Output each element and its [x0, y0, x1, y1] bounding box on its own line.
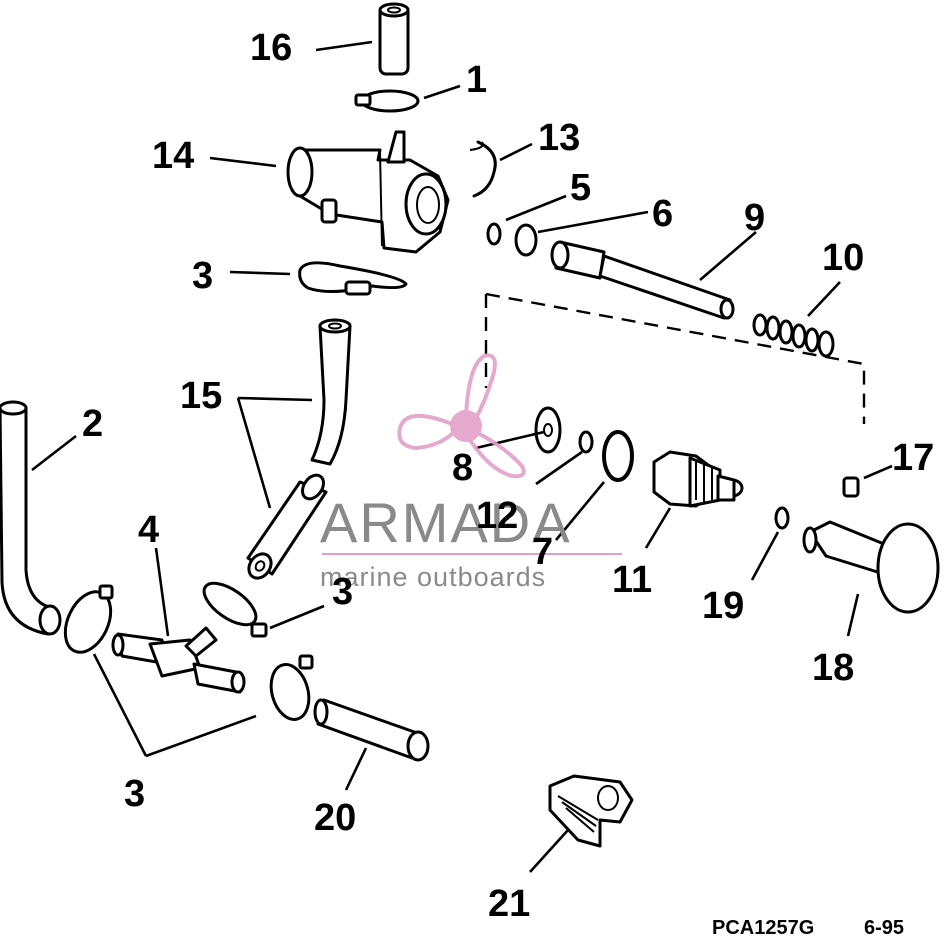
callout-13: 13 — [538, 117, 580, 159]
part-14-valve-body — [286, 130, 450, 254]
callout-14: 14 — [152, 135, 194, 177]
part-4-tee-fitting — [111, 626, 246, 694]
callout-6: 6 — [652, 193, 673, 235]
callout-2: 2 — [82, 403, 103, 445]
watermark: ARMADA marine outboards — [320, 353, 622, 592]
part-12-o-ring — [578, 430, 594, 454]
leader-lines — [31, 40, 893, 873]
callout-3-top: 3 — [192, 255, 213, 297]
part-19-o-ring — [774, 506, 790, 530]
part-8-washer — [534, 406, 562, 454]
diagram-date: 6-95 — [864, 917, 904, 939]
part-11-fitting — [652, 450, 744, 508]
part-10-spring — [752, 313, 835, 358]
diagram-reference: PCA1257G — [712, 917, 814, 939]
callout-8: 8 — [452, 447, 473, 489]
assembly-bracket — [484, 292, 866, 424]
part-3-clamp-lower — [269, 654, 314, 721]
part-21-connector — [548, 774, 634, 848]
callout-20: 20 — [314, 797, 356, 839]
callout-5: 5 — [570, 167, 591, 209]
watermark-tagline: marine outboards — [320, 562, 546, 592]
callout-3-bottom: 3 — [124, 773, 145, 815]
callout-16: 16 — [250, 27, 292, 69]
part-1-clamp — [354, 89, 420, 113]
watermark-brand: ARMADA — [320, 491, 572, 554]
callout-11: 11 — [612, 559, 652, 601]
part-18-button — [802, 520, 940, 614]
callout-12: 12 — [476, 495, 518, 537]
part-3-clamp-center — [202, 581, 268, 638]
part-9-plunger — [550, 240, 735, 320]
callout-1: 1 — [466, 59, 487, 101]
part-17-screw — [842, 476, 860, 498]
part-6-o-ring — [514, 223, 538, 257]
part-15-hose — [246, 318, 352, 580]
callout-3-center: 3 — [332, 571, 353, 613]
part-7-o-ring — [602, 430, 634, 482]
callout-9: 9 — [744, 197, 765, 239]
callout-17: 17 — [892, 437, 934, 479]
part-2-hose — [0, 400, 62, 636]
callout-labels: 16 1 14 13 5 6 9 3 10 2 15 8 17 12 4 7 1… — [82, 27, 934, 925]
part-5-o-ring — [486, 222, 502, 246]
callout-7: 7 — [532, 531, 553, 573]
callout-18: 18 — [812, 647, 854, 689]
part-13-clip — [469, 140, 497, 198]
propeller-logo-icon — [397, 353, 526, 479]
part-3-clamp-top — [298, 261, 408, 296]
callout-21: 21 — [488, 883, 530, 925]
part-20-hose — [313, 698, 430, 762]
callout-15: 15 — [180, 375, 222, 417]
callout-10: 10 — [822, 237, 864, 279]
part-16-hose — [378, 2, 410, 76]
part-3-clamp-left — [63, 584, 114, 654]
callout-19: 19 — [702, 585, 744, 627]
callout-4: 4 — [138, 509, 159, 551]
